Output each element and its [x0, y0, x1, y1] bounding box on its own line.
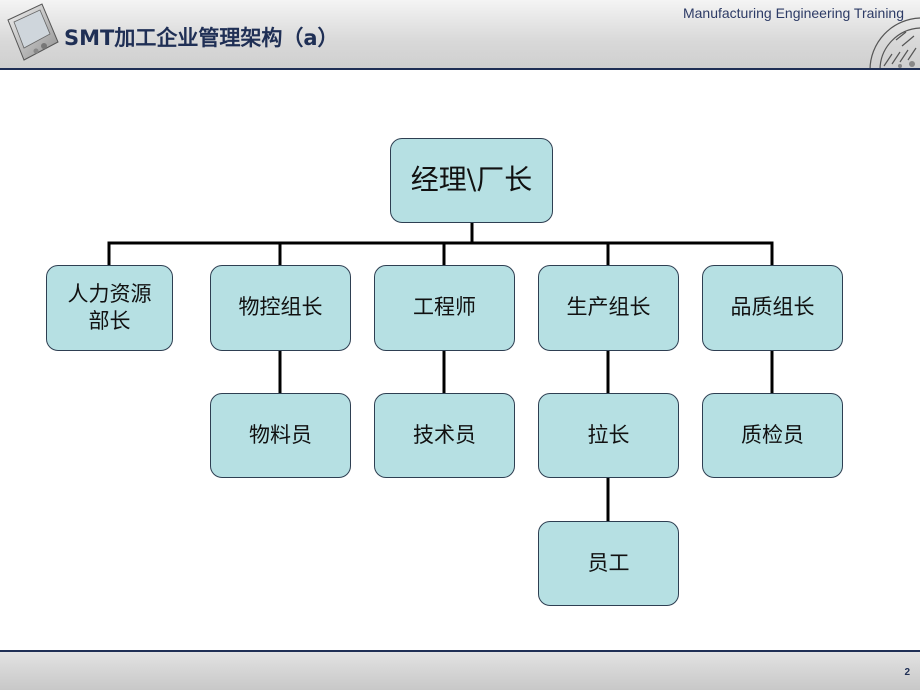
node-material-clerk: 物料员 — [210, 393, 351, 478]
node-quality-lead: 品质组长 — [702, 265, 843, 351]
node-label: 人力资源 部长 — [67, 281, 152, 333]
page-number: 2 — [904, 667, 910, 678]
node-label: 拉长 — [587, 422, 630, 447]
node-technician: 技术员 — [374, 393, 515, 478]
node-label: 技术员 — [413, 422, 476, 447]
node-label: 生产组长 — [566, 295, 651, 320]
node-label: 质检员 — [741, 422, 804, 447]
node-material-lead: 物控组长 — [210, 265, 351, 351]
node-label: 经理\厂长 — [410, 163, 533, 197]
node-quality-inspector: 质检员 — [702, 393, 843, 478]
node-label: 物控组长 — [238, 295, 323, 320]
header-divider — [0, 68, 920, 70]
footer-divider — [0, 650, 920, 652]
brand-text: Manufacturing Engineering Training — [682, 5, 904, 21]
node-label: 工程师 — [413, 295, 476, 320]
node-label: 员工 — [587, 550, 630, 575]
slide-title: SMT加工企业管理架构（a） — [64, 26, 339, 50]
handheld-device-icon — [7, 3, 59, 61]
slide-header: SMT加工企业管理架构（a） Manufacturing Engineering… — [0, 0, 920, 70]
node-line-leader: 拉长 — [538, 393, 679, 478]
node-label: 品质组长 — [730, 295, 815, 320]
gear-icon — [869, 17, 920, 70]
slide-footer: 2 — [0, 652, 920, 690]
node-hr-manager: 人力资源 部长 — [46, 265, 173, 351]
node-engineer: 工程师 — [374, 265, 515, 351]
node-label: 物料员 — [249, 422, 312, 447]
node-production-lead: 生产组长 — [538, 265, 679, 351]
node-manager: 经理\厂长 — [390, 138, 553, 223]
node-worker: 员工 — [538, 521, 679, 606]
